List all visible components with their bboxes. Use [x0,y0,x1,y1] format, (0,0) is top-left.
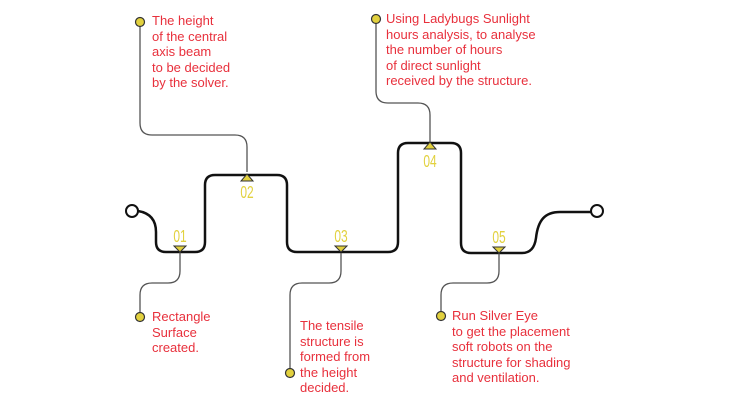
step-note-02: The height of the central axis beam to b… [152,13,231,90]
step-number-02: 02 [240,184,253,203]
leader-line-04 [375,19,431,143]
leader-line-05 [440,253,500,316]
step-number-01: 01 [173,228,186,247]
process-path [137,141,591,255]
step-number-03: 03 [334,228,347,247]
leader-line-01 [139,252,181,317]
step-note-01: Rectangle Surface created. [152,309,211,355]
marker-down-triangle-icon-01 [172,245,188,253]
marker-up-triangle-icon-04 [422,141,438,150]
leader-line-03 [289,253,342,373]
bullet-dot-icon-04 [370,13,382,25]
marker-up-triangle-icon-02 [239,173,255,182]
bullet-dot-icon-01 [134,311,146,323]
step-note-03: The tensile structure is formed from the… [300,318,371,395]
step-note-04: Using Ladybugs Sunlight hours analysis, … [386,11,536,88]
bullet-dot-icon-03 [284,367,296,379]
end-node-icon [590,204,604,218]
leader-line-02 [139,22,248,172]
step-number-04: 04 [423,153,436,172]
bullet-dot-icon-05 [435,310,447,322]
marker-down-triangle-icon-03 [333,245,349,253]
marker-down-triangle-icon-05 [491,246,507,254]
step-note-05: Run Silver Eye to get the placement soft… [452,308,571,385]
start-node-icon [125,204,139,218]
step-number-05: 05 [492,229,505,248]
bullet-dot-icon-02 [134,16,146,28]
